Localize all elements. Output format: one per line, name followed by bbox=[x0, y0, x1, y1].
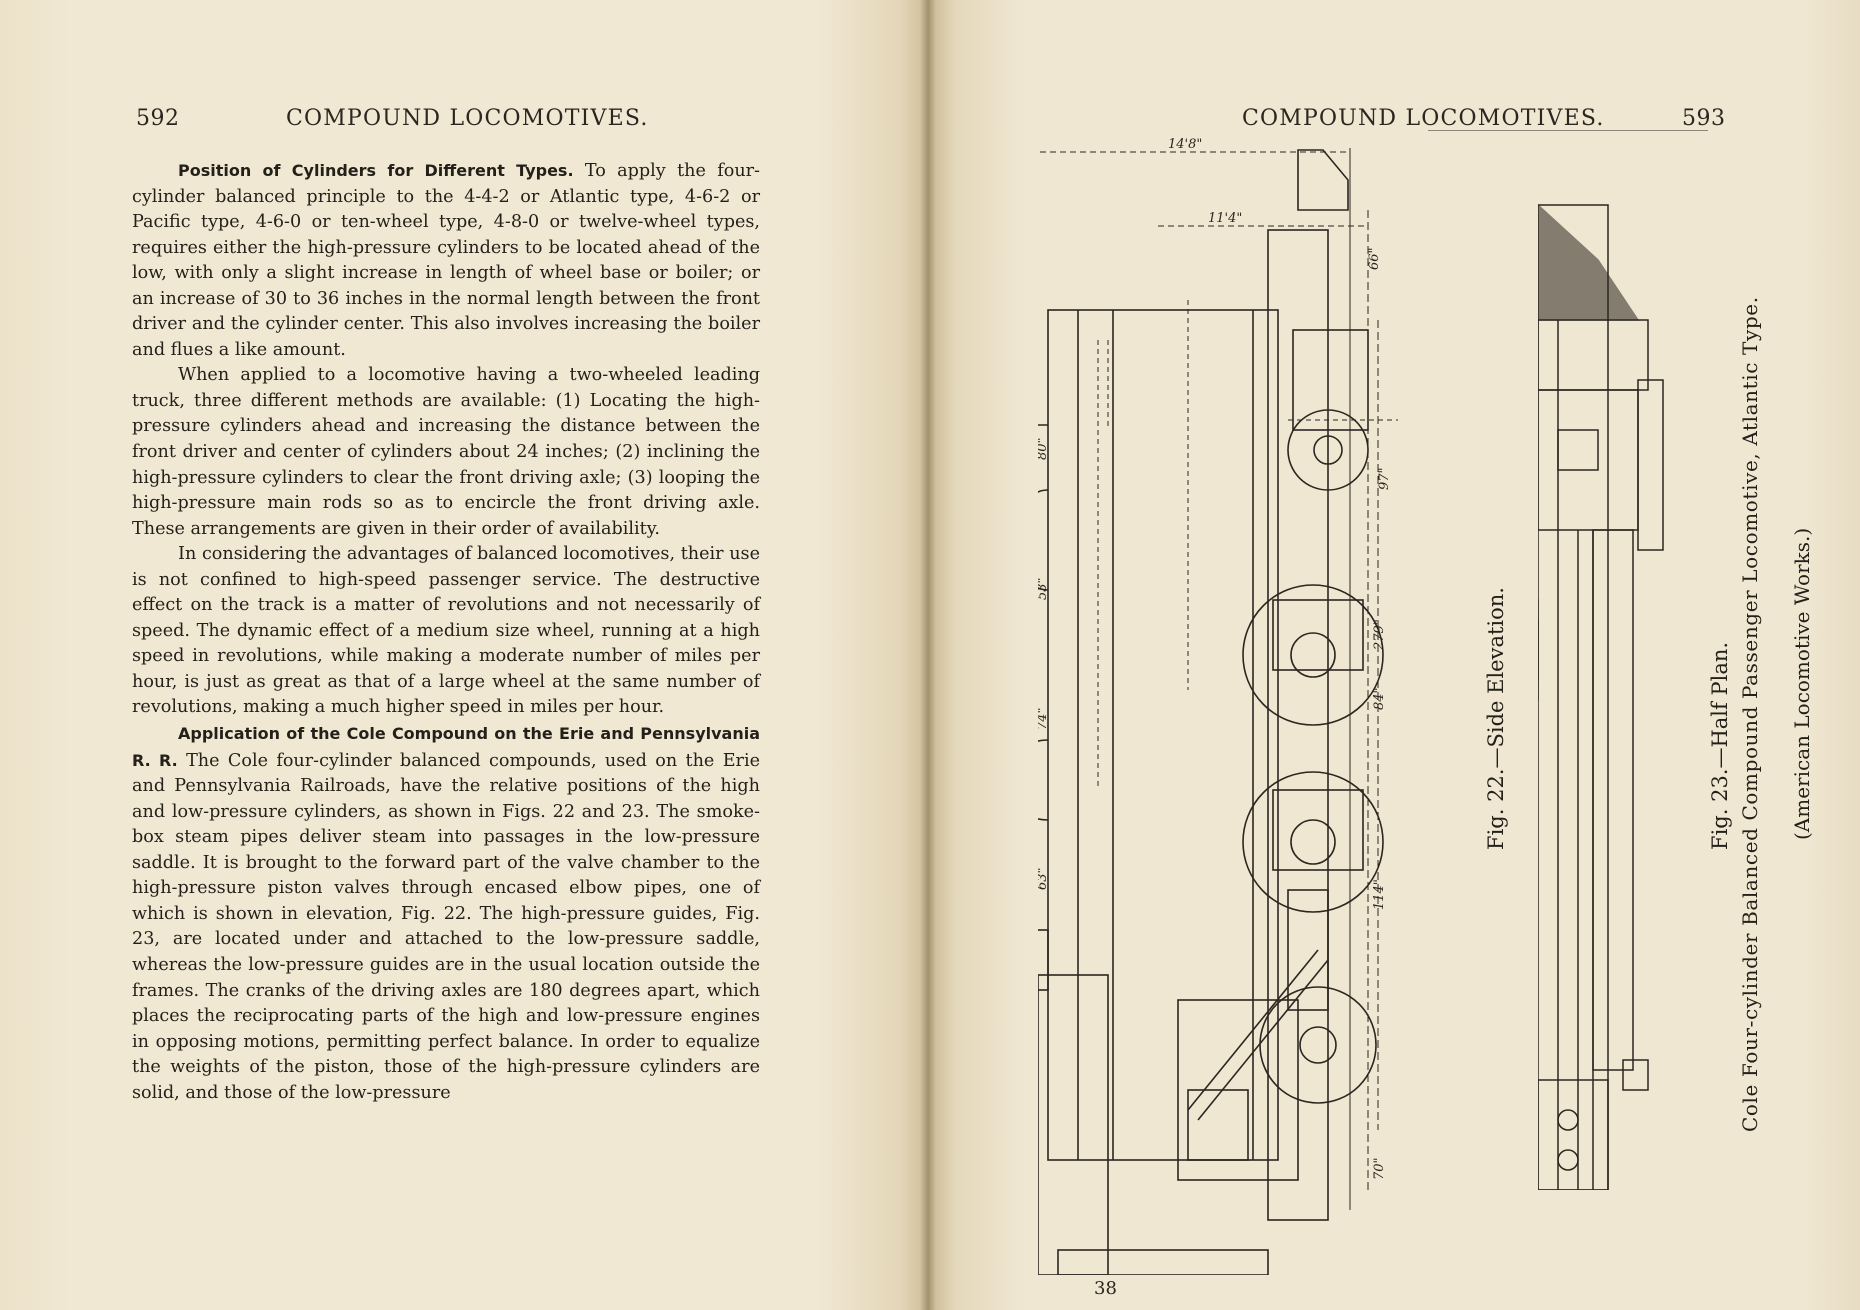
svg-text:66": 66" bbox=[1367, 247, 1382, 270]
svg-text:70": 70" bbox=[1372, 1157, 1387, 1180]
section-heading-cylinders: Position of Cylinders for Different Type… bbox=[178, 161, 574, 180]
svg-text:80": 80" bbox=[1038, 437, 1050, 460]
svg-text:97": 97" bbox=[1377, 467, 1392, 490]
boiler bbox=[1038, 309, 1279, 1161]
dimension-lines bbox=[1040, 148, 1398, 1210]
paragraph-2: When applied to a locomotive having a tw… bbox=[132, 365, 760, 539]
paragraph-1: Position of Cylinders for Different Type… bbox=[132, 158, 760, 363]
fig22-caption: Fig. 22.—Side Elevation. bbox=[1484, 587, 1508, 850]
half-plan-drawing bbox=[1538, 203, 1664, 1190]
cab-and-frame bbox=[1038, 229, 1329, 1275]
right-running-head: COMPOUND LOCOMOTIVES. bbox=[1242, 106, 1605, 131]
svg-text:63": 63" bbox=[1038, 867, 1050, 890]
book-gutter bbox=[920, 0, 936, 1310]
dimension-labels: 14'8" 11'4" 66" 97" 84" 279" 114" 70" 80… bbox=[1038, 137, 1392, 1180]
left-running-head: COMPOUND LOCOMOTIVES. bbox=[286, 106, 649, 131]
figure-title: Cole Four-cylinder Balanced Compound Pas… bbox=[1738, 296, 1762, 1132]
svg-text:114": 114" bbox=[1372, 879, 1387, 910]
svg-text:84": 84" bbox=[1372, 687, 1387, 710]
folio-number: 38 bbox=[1094, 1278, 1117, 1299]
svg-text:279": 279" bbox=[1372, 619, 1387, 651]
body-text: Position of Cylinders for Different Type… bbox=[132, 158, 760, 1106]
svg-text:11'4": 11'4" bbox=[1208, 211, 1242, 226]
left-page: 592 COMPOUND LOCOMOTIVES. Position of Cy… bbox=[0, 0, 928, 1310]
left-page-number: 592 bbox=[136, 106, 180, 131]
figure-credit: (American Locomotive Works.) bbox=[1790, 527, 1814, 840]
section-heading-cole-compound: Application of the Cole Compound on the … bbox=[132, 724, 760, 770]
driving-wheels bbox=[1242, 409, 1384, 1104]
fig23-caption: Fig. 23.—Half Plan. bbox=[1708, 641, 1732, 850]
paragraph-3: In considering the advantages of balance… bbox=[132, 544, 760, 718]
right-page-number: 593 bbox=[1682, 106, 1726, 131]
svg-text:53": 53" bbox=[1038, 577, 1050, 600]
right-page: COMPOUND LOCOMOTIVES. 593 bbox=[928, 0, 1860, 1310]
side-elevation-drawing: 14'8" 11'4" 66" 97" 84" 279" 114" 70" 80… bbox=[1038, 137, 1398, 1275]
paragraph-4: Application of the Cole Compound on the … bbox=[132, 721, 760, 1106]
svg-text:14'8": 14'8" bbox=[1168, 137, 1202, 152]
paragraph-4-text: The Cole four-cylinder balanced compound… bbox=[132, 750, 760, 1103]
svg-text:74": 74" bbox=[1038, 707, 1050, 730]
paragraph-1-text: To apply the four-cylinder balanced prin… bbox=[132, 161, 761, 360]
cylinders-and-rods bbox=[1187, 149, 1369, 1121]
